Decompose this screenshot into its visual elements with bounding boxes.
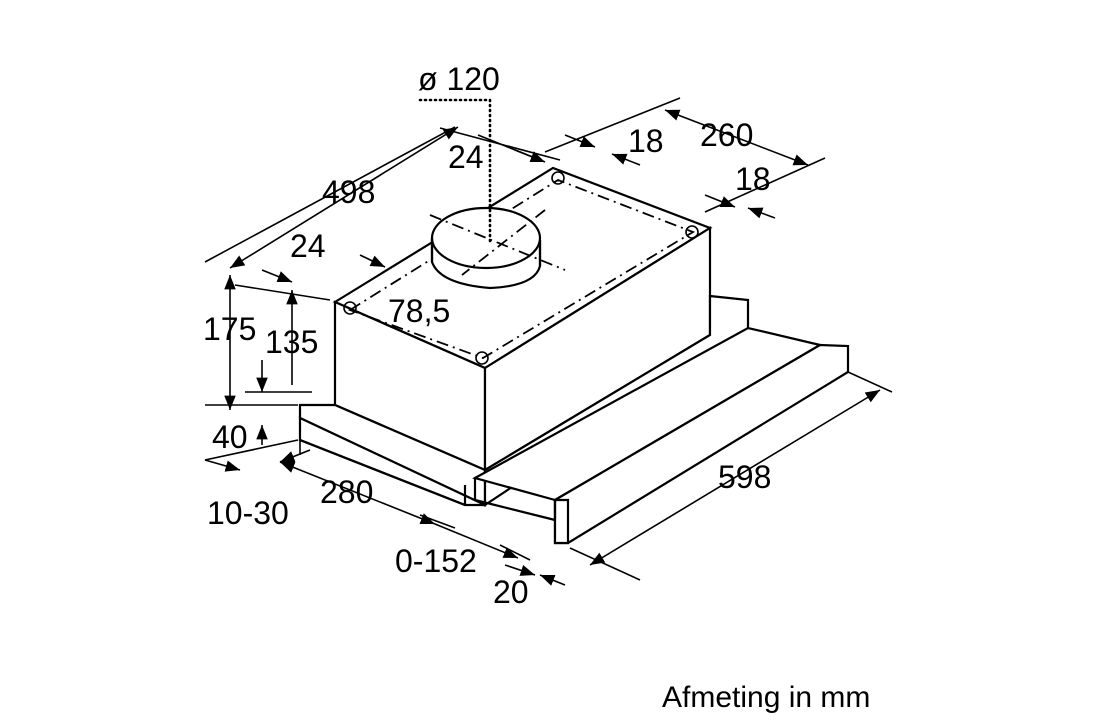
dimension-lines	[204, 97, 893, 586]
label-offset-10-30: 10-30	[207, 495, 289, 531]
label-offset-24-top: 24	[448, 139, 484, 175]
label-duct-offset: 78,5	[388, 293, 450, 329]
label-front-20: 20	[493, 574, 529, 610]
dimension-labels: ø 120 260 18 18 24 498 24 175 135 78,5 4…	[203, 61, 771, 610]
label-width-598: 598	[718, 459, 771, 495]
label-height-135: 135	[265, 324, 318, 360]
duct-leader	[418, 98, 492, 247]
mounting-outline	[347, 178, 696, 359]
units-caption: Afmeting in mm	[662, 681, 870, 714]
duct-collar	[430, 206, 542, 290]
label-duct-diameter: ø 120	[418, 61, 500, 97]
screw-holes	[343, 171, 699, 365]
label-offset-24-left: 24	[290, 228, 326, 264]
label-height-40: 40	[212, 419, 248, 455]
label-offset-18-top: 18	[628, 123, 664, 159]
duct-centerline-b	[461, 209, 546, 276]
label-depth-260: 260	[700, 117, 753, 153]
label-width-498: 498	[322, 174, 375, 210]
label-extension-0-152: 0-152	[395, 543, 477, 579]
label-offset-18-right: 18	[735, 161, 771, 197]
label-depth-280: 280	[320, 474, 373, 510]
label-height-175: 175	[203, 311, 256, 347]
